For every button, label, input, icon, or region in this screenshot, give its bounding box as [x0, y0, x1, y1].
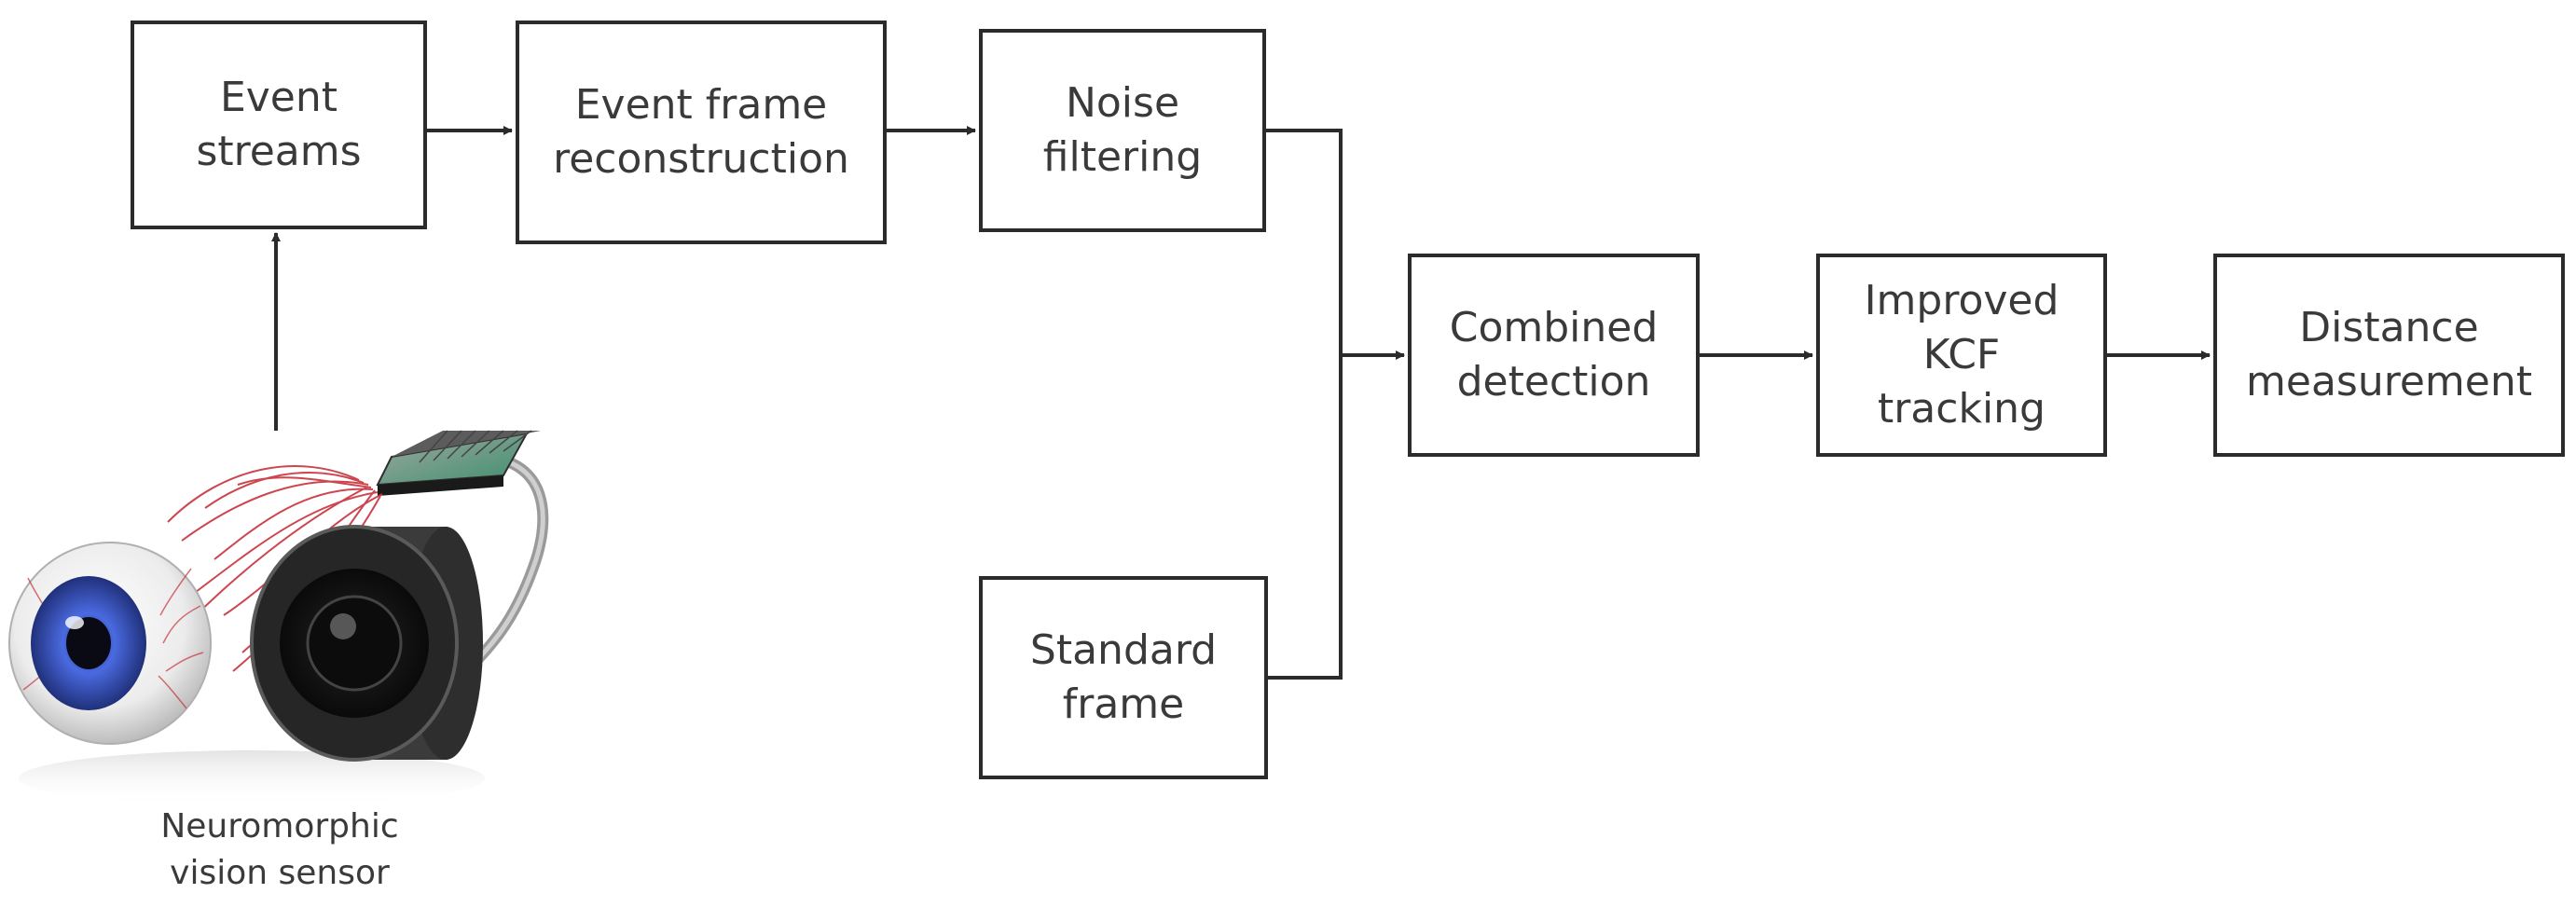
node-distance-measurement: Distance measurement [2213, 254, 2565, 457]
node-standard-frame-label: Standard frame [1029, 626, 1218, 728]
node-combined-detection: Combined detection [1408, 254, 1700, 457]
floor-shadow [19, 750, 485, 806]
node-improved-kcf-tracking-label: Improved KCF tracking [1864, 277, 2059, 433]
sensor-caption: Neuromorphic vision sensor [160, 807, 399, 892]
node-standard-frame: Standard frame [979, 576, 1268, 779]
node-event-frame-reconstruction: Event frame reconstruction [516, 21, 887, 244]
node-event-frame-reconstruction-label: Event frame reconstruction [553, 81, 849, 183]
neuromorphic-sensor-illustration [8, 430, 549, 806]
node-event-streams: Event streams [131, 21, 427, 229]
node-event-streams-label: Event streams [196, 74, 362, 175]
eye-icon [8, 542, 212, 745]
node-distance-measurement-label: Distance measurement [2246, 304, 2532, 405]
connectors [271, 126, 2211, 680]
connector-noise-filtering-down [1266, 129, 1343, 355]
node-noise-filtering-label: Noise filtering [1042, 79, 1203, 181]
sensor-camera-icon [250, 525, 483, 762]
node-improved-kcf-tracking: Improved KCF tracking [1816, 254, 2107, 457]
node-noise-filtering: Noise filtering [979, 29, 1266, 232]
node-combined-detection-label: Combined detection [1449, 304, 1659, 405]
connector-standard-frame-up [1268, 355, 1343, 680]
sensor-chip-icon [376, 430, 541, 496]
